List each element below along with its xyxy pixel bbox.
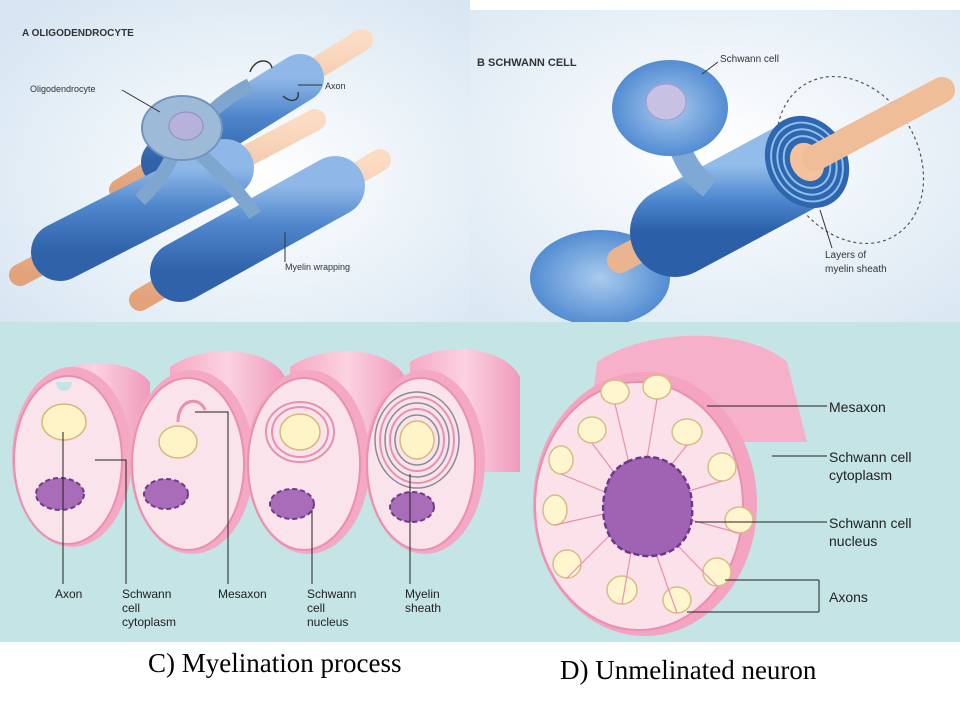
label-schwann-cell: Schwann cell xyxy=(720,54,779,65)
schwann-cell-illustration: B SCHWANN CELL Schwann cell Layers of my… xyxy=(470,10,960,322)
panel-schwann-cell: B SCHWANN CELL Schwann cell Layers of my… xyxy=(470,10,960,322)
label-cytoplasm-line2: cell xyxy=(122,601,140,615)
axons-group xyxy=(542,374,754,614)
label-myelin-sheath: myelin sheath xyxy=(825,264,887,275)
label-nucleus-line3: nucleus xyxy=(307,615,348,629)
stage-1-cell xyxy=(12,363,150,547)
label-cytoplasm-line1: Schwann xyxy=(122,587,171,601)
label-myelin-line1: Myelin xyxy=(405,587,440,601)
label-axons: Axons xyxy=(829,589,868,605)
oligodendrocyte-illustration: A OLIGODENDROCYTE Oligodendrocyte Axon M… xyxy=(0,0,470,322)
stage-4-cell xyxy=(365,349,520,554)
panel-oligodendrocyte: A OLIGODENDROCYTE Oligodendrocyte Axon M… xyxy=(0,0,470,322)
label-nucleus-line1: Schwann cell xyxy=(829,515,912,531)
panel-b-title: B SCHWANN CELL xyxy=(477,57,577,69)
myelin-segment-middle xyxy=(31,139,254,281)
label-mesaxon: Mesaxon xyxy=(218,587,267,601)
caption-unmyelinated-neuron: D) Unmelinated neuron xyxy=(560,655,817,685)
panel-myelination-process: Axon Schwann cell cytoplasm Mesaxon Schw… xyxy=(0,322,527,642)
label-cytoplasm-line1: Schwann cell xyxy=(829,449,912,465)
schwann-cell-nucleus xyxy=(645,83,687,121)
oligodendrocyte-nucleus xyxy=(168,111,204,141)
myelination-process-illustration: Axon Schwann cell cytoplasm Mesaxon Schw… xyxy=(0,322,527,642)
label-myelin-line2: sheath xyxy=(405,601,441,615)
myelin-segment-bottom xyxy=(150,156,365,302)
label-nucleus-line1: Schwann xyxy=(307,587,356,601)
caption-myelination-process: C) Myelination process xyxy=(148,648,402,678)
label-myelin-wrapping: Myelin wrapping xyxy=(285,262,350,272)
label-axon: Axon xyxy=(55,587,82,601)
label-nucleus-line2: nucleus xyxy=(829,533,877,549)
unmyelinated-neuron-illustration: Mesaxon Schwann cell cytoplasm Schwann c… xyxy=(527,322,960,642)
nerve-fiber-cross-section xyxy=(533,372,757,636)
label-nucleus-line2: cell xyxy=(307,601,325,615)
label-layers-of: Layers of xyxy=(825,250,866,261)
schwann-cell-nucleus xyxy=(601,455,694,558)
label-axon: Axon xyxy=(325,81,346,91)
panel-unmyelinated-neuron: Mesaxon Schwann cell cytoplasm Schwann c… xyxy=(527,322,960,642)
panel-a-title: A OLIGODENDROCYTE xyxy=(22,28,134,39)
label-oligodendrocyte: Oligodendrocyte xyxy=(30,84,96,94)
label-cytoplasm-line3: cytoplasm xyxy=(122,615,176,629)
label-mesaxon: Mesaxon xyxy=(829,399,886,415)
label-cytoplasm-line2: cytoplasm xyxy=(829,467,892,483)
